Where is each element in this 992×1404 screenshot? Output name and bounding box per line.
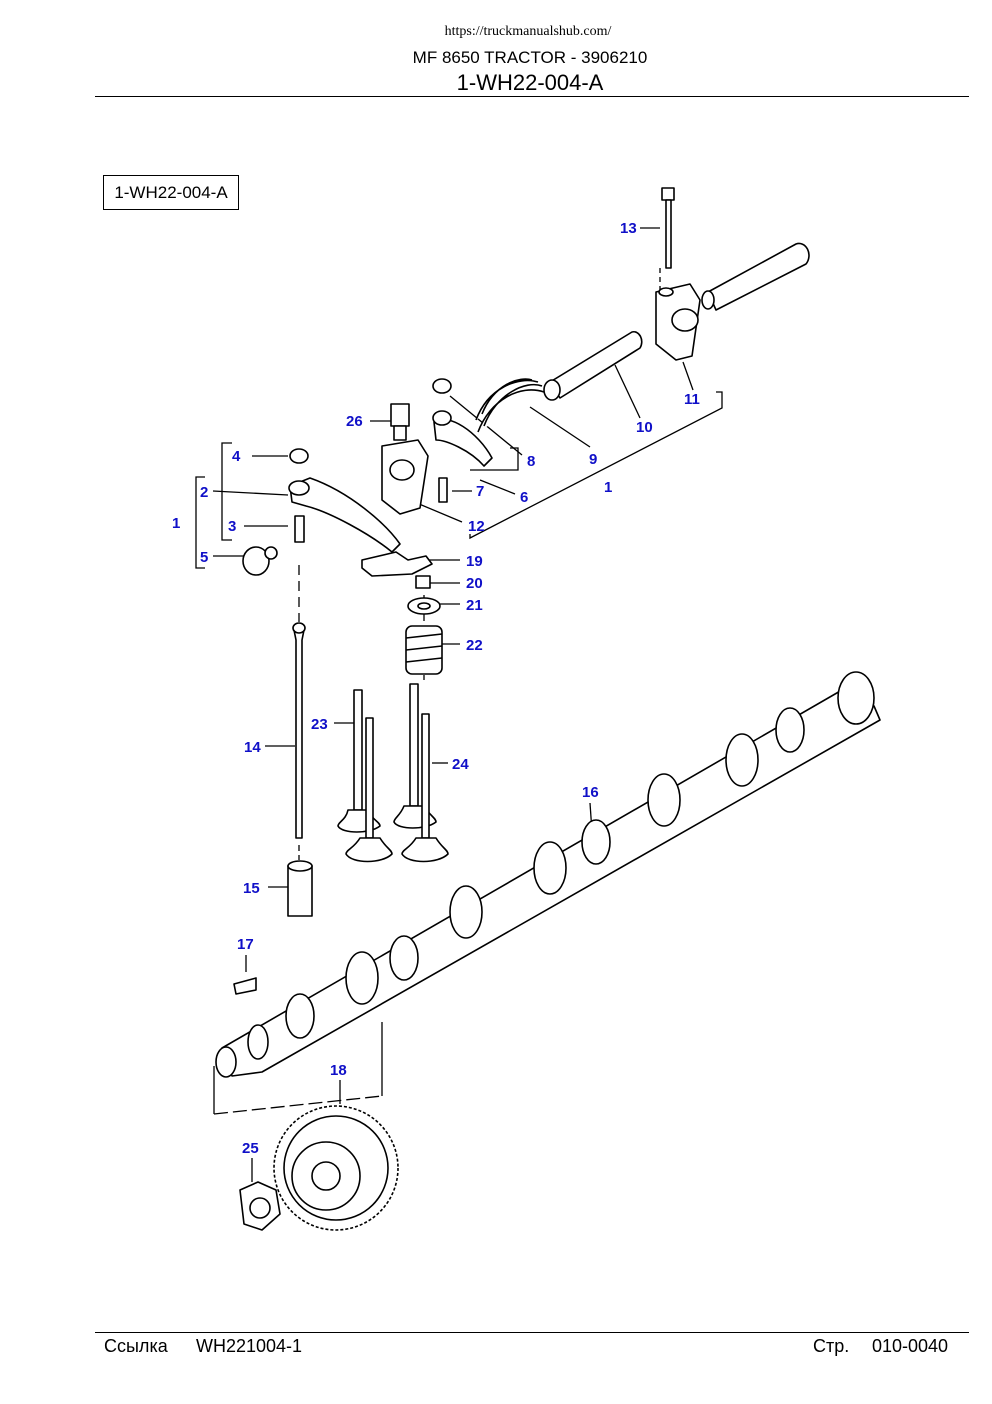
callout-1-right: 1	[604, 479, 612, 496]
callout-21: 21	[466, 597, 483, 614]
header-title: MF 8650 TRACTOR - 3906210	[412, 48, 648, 67]
header-url: https://truckmanualshub.com/	[444, 24, 612, 39]
callout-6: 6	[520, 489, 528, 506]
callout-4: 4	[232, 448, 241, 465]
footer-page-label: Стр.	[813, 1336, 850, 1356]
callout-25: 25	[242, 1140, 259, 1157]
footer-page-value: 010-0040	[872, 1336, 949, 1356]
callout-16: 16	[582, 784, 599, 801]
callout-20: 20	[466, 575, 483, 592]
callout-22: 22	[466, 637, 483, 654]
callout-7: 7	[476, 483, 484, 500]
callout-5: 5	[200, 549, 208, 566]
callout-2: 2	[200, 484, 208, 501]
callout-12: 12	[468, 518, 485, 535]
callout-23: 23	[311, 716, 328, 733]
footer-ref-label: Ссылка	[104, 1336, 168, 1356]
callout-26: 26	[346, 413, 363, 430]
diagram-box-label: 1-WH22-004-A	[103, 175, 239, 210]
callout-18: 18	[330, 1062, 347, 1079]
callout-11: 11	[684, 391, 700, 408]
callout-14: 14	[244, 739, 261, 756]
header-code: 1-WH22-004-A	[456, 70, 604, 95]
callout-15: 15	[243, 880, 260, 897]
header-divider	[95, 96, 969, 97]
callout-8: 8	[527, 453, 535, 470]
footer-divider	[95, 1332, 969, 1333]
callout-3: 3	[228, 518, 236, 535]
callout-24: 24	[452, 756, 469, 773]
callout-9: 9	[589, 451, 597, 468]
footer-ref-value: WH221004-1	[196, 1336, 303, 1356]
callout-19: 19	[466, 553, 483, 570]
callout-10: 10	[636, 419, 653, 436]
callout-17: 17	[237, 936, 254, 953]
callout-1-left: 1	[172, 515, 180, 532]
callout-13: 13	[620, 220, 637, 237]
